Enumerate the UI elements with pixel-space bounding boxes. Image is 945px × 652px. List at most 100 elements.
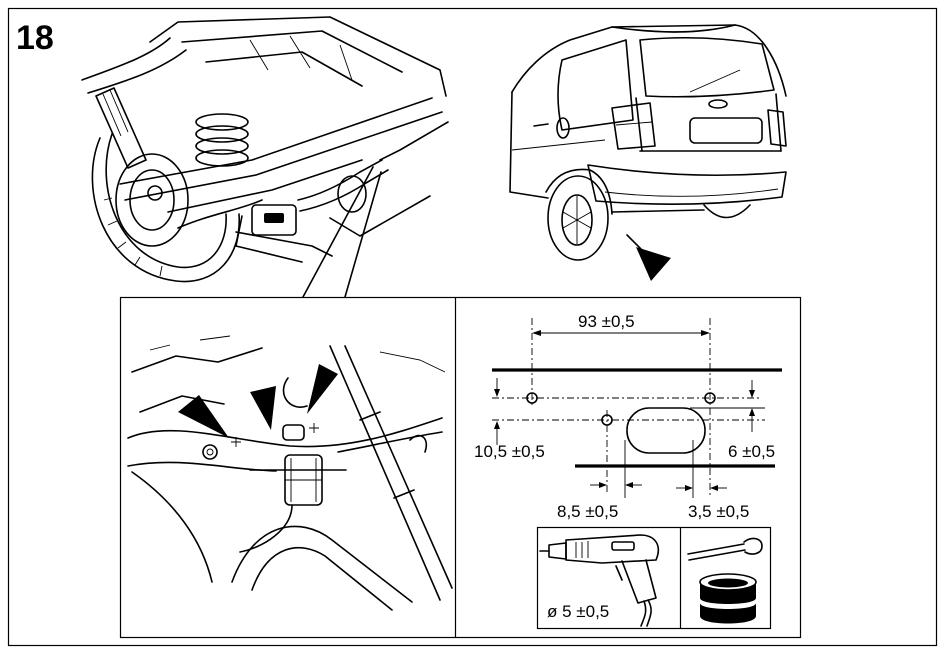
mounting-hole-center	[601, 414, 613, 426]
bumper-lower-edge	[604, 188, 779, 197]
paint-can-icon	[699, 573, 757, 624]
hole-spacing-label: 93 ±0,5	[578, 312, 635, 331]
door-handle	[533, 123, 549, 127]
roof-spoiler	[611, 24, 736, 33]
brake-cable	[344, 345, 453, 589]
heat-shield	[231, 525, 413, 603]
arrow-icon	[250, 386, 276, 430]
dimension-arrowhead	[532, 330, 541, 336]
arrow-icon	[307, 364, 338, 414]
floor-panel-rib	[249, 35, 353, 81]
arrow-icon	[178, 395, 229, 438]
exhaust-hanger-slot	[264, 213, 284, 223]
van-rear-view	[509, 24, 787, 281]
detail-box	[119, 296, 802, 639]
exhaust-hanger-rubber	[251, 204, 297, 236]
dimension-arrowhead	[625, 482, 633, 488]
outer-frame	[7, 7, 938, 647]
van-underside	[611, 209, 705, 213]
rear-wheel-rim	[561, 194, 593, 246]
hatch-side-edge	[635, 93, 782, 152]
underbody-drawing	[81, 16, 449, 283]
van-roofline	[511, 24, 787, 97]
floor-panel-rib	[181, 30, 403, 73]
wheel-rim	[115, 153, 189, 247]
shock-absorber	[95, 87, 147, 169]
mounting-hole-left	[526, 392, 538, 404]
rear-wheel-arch	[545, 168, 613, 215]
drill-diameter-label: ø 5 ±0,5	[547, 602, 609, 621]
exhaust-pipe-detail	[239, 504, 293, 553]
step-number: 18	[16, 19, 54, 57]
wheel-rim-inner	[129, 169, 175, 231]
slot-offset-label: 6 ±0,5	[728, 442, 775, 461]
bolt-center	[206, 448, 214, 456]
tools-box: ø 5 ±0,5	[536, 526, 772, 630]
bolt	[202, 444, 218, 460]
tools-box-frame	[536, 526, 772, 630]
dimension-arrowhead	[685, 485, 693, 491]
right-rear-wheel	[703, 204, 751, 219]
rear-bumper	[587, 164, 787, 205]
left-tail-light	[611, 102, 656, 150]
hanger-rubber-ribs	[285, 458, 322, 502]
rear-wheel	[547, 175, 609, 261]
mounting-hole	[282, 424, 305, 441]
trailing-arm	[167, 159, 363, 213]
shock-absorber-rod	[102, 89, 129, 137]
cable-clip	[359, 411, 428, 499]
body-seam	[329, 121, 449, 237]
van-side-body	[509, 91, 549, 199]
left-tail-light-lens	[615, 121, 653, 126]
mounting-hole-right	[704, 392, 716, 404]
u-bracket	[282, 377, 308, 408]
anti-roll-bar	[177, 199, 263, 229]
hole-to-slot-label: 8,5 ±0,5	[557, 502, 618, 521]
rear-tire	[91, 137, 240, 283]
heat-shield-inner	[251, 546, 393, 611]
exhaust-pipe	[297, 159, 383, 201]
right-tail-light	[767, 109, 787, 147]
rear-glass	[639, 36, 775, 98]
rear-wheel-spokes	[562, 196, 592, 244]
rear-axle	[119, 97, 433, 185]
floor-rib	[139, 395, 225, 413]
dimension-arrowhead	[494, 421, 500, 429]
fender-arch	[81, 37, 171, 81]
drilling-dimension-drawing: 93 ±0,5 10,5 ±0,5 6 ±0,5 8,5 ±0,5 3,5 ±0…	[474, 312, 782, 521]
rear-wiper	[689, 69, 741, 93]
hanger-bracket	[235, 215, 333, 263]
detail-callout-lines	[302, 166, 382, 298]
dimension-arrowhead	[701, 330, 710, 336]
dimension-arrowhead	[494, 389, 500, 397]
exhaust-silencer	[337, 175, 367, 213]
crossmember	[127, 417, 443, 448]
brake-cable	[329, 345, 441, 601]
dimension-arrowhead	[749, 390, 755, 398]
drill-mark	[231, 437, 241, 447]
rear-tire-inner	[105, 133, 227, 269]
slot-to-hole-label: 3,5 ±0,5	[688, 502, 749, 521]
fuel-filler-flap	[556, 117, 570, 139]
exhaust-hanger-detail	[127, 335, 453, 611]
floor-panel	[149, 16, 447, 97]
brand-badge	[708, 99, 728, 109]
side-glass	[557, 39, 634, 131]
drill-mark	[309, 423, 319, 433]
rear-axle-lower	[124, 111, 443, 201]
tire-tread	[103, 197, 163, 277]
hole-row-offset-label: 10,5 ±0,5	[474, 442, 545, 461]
fender-arch-inner	[87, 49, 187, 94]
floor-rib	[131, 347, 263, 373]
floor-panel-rib	[205, 51, 363, 87]
arrow-icon	[626, 234, 671, 281]
body-panel-edge	[131, 471, 213, 583]
oval-slot	[626, 407, 706, 454]
dimension-arrowhead	[599, 482, 607, 488]
coil-spring	[195, 113, 249, 167]
license-plate-recess	[689, 117, 763, 144]
floor-rib	[149, 335, 446, 373]
dimension-arrowhead	[710, 485, 718, 491]
drill-icon	[539, 534, 660, 627]
